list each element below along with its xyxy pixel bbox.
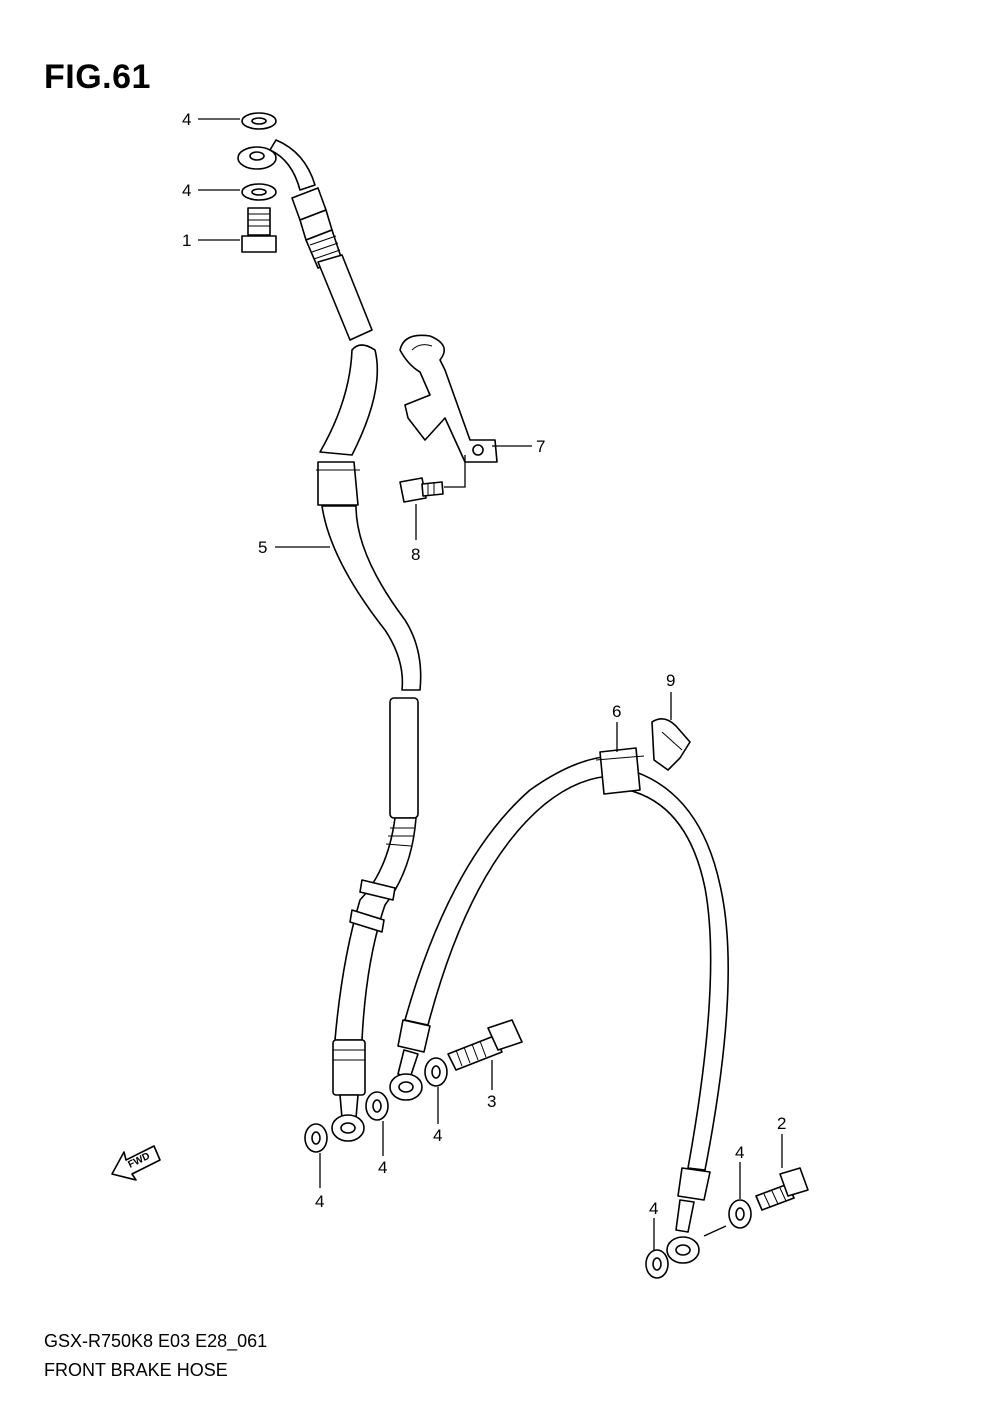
figure-caption: FRONT BRAKE HOSE xyxy=(44,1360,228,1380)
callout-label: 7 xyxy=(536,437,545,456)
callout-label: 4 xyxy=(735,1143,744,1162)
upper-brake-hose[interactable] xyxy=(237,139,422,1142)
callout-label: 4 xyxy=(182,181,191,200)
union-bolt-top[interactable] xyxy=(241,207,277,253)
washer-lower-4[interactable] xyxy=(728,1199,752,1229)
washer-lower-3[interactable] xyxy=(424,1057,448,1087)
callout-label: 4 xyxy=(182,110,191,129)
callout-label: 9 xyxy=(666,671,675,690)
figure-title: FIG.61 xyxy=(44,58,151,96)
bracket-bolt[interactable] xyxy=(399,477,444,503)
washer-top-upper[interactable] xyxy=(241,112,277,130)
model-code: GSX-R750K8 E03 E28_061 xyxy=(44,1331,268,1351)
hose-bracket[interactable] xyxy=(399,334,498,463)
callout-label: 4 xyxy=(649,1199,658,1218)
callout-label: 6 xyxy=(612,702,621,721)
washer-lower-5[interactable] xyxy=(645,1249,669,1279)
callout-label: 4 xyxy=(378,1158,387,1177)
washer-lower-2[interactable] xyxy=(365,1091,389,1121)
hose-clip[interactable] xyxy=(651,718,691,771)
callout-label: 8 xyxy=(411,545,420,564)
callout-label: 4 xyxy=(315,1192,324,1211)
leader-lines xyxy=(198,118,783,1250)
union-bolt-middle[interactable] xyxy=(447,1019,523,1071)
forward-arrow-icon: FWD xyxy=(111,1145,161,1181)
washer-lower-1[interactable] xyxy=(304,1123,328,1153)
callout-label: 3 xyxy=(487,1092,496,1111)
callout-label: 5 xyxy=(258,538,267,557)
callouts: 4 4 1 7 8 5 9 6 3 4 4 4 2 4 4 xyxy=(182,110,786,1218)
union-bolt-bottom[interactable] xyxy=(755,1167,809,1211)
callout-label: 4 xyxy=(433,1126,442,1145)
washer-top-lower[interactable] xyxy=(241,183,277,201)
lower-brake-hose[interactable] xyxy=(389,747,729,1264)
callout-label: 1 xyxy=(182,231,191,250)
callout-label: 2 xyxy=(777,1114,786,1133)
